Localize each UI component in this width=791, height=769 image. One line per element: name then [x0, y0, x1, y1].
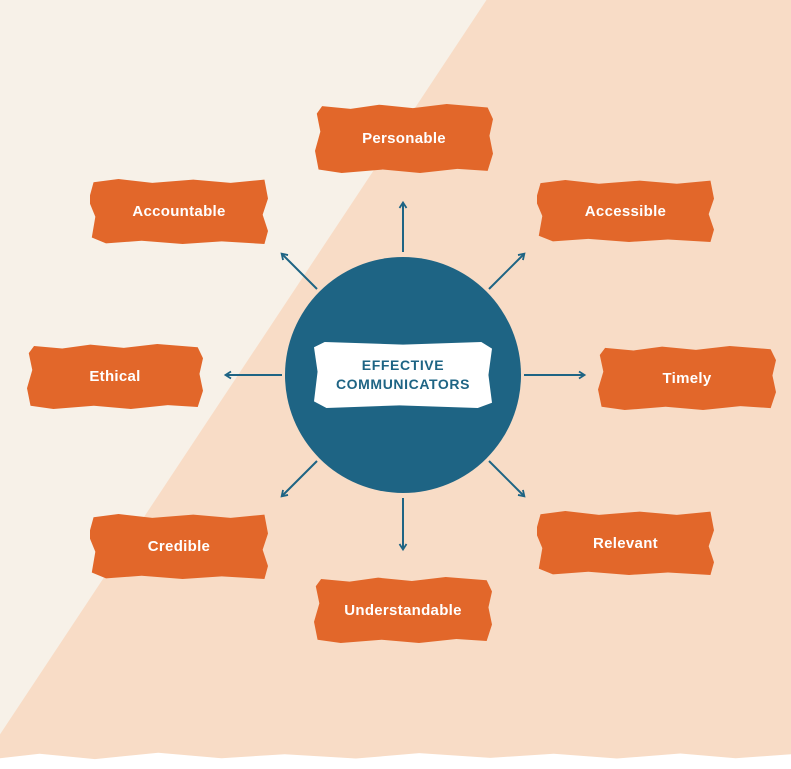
arrow-down-right-icon: [488, 460, 526, 498]
node-accessible: Accessible: [537, 180, 714, 242]
node-relevant: Relevant: [537, 511, 714, 575]
arrow-down-left-icon: [280, 460, 318, 498]
node-credible: Credible: [90, 514, 268, 579]
node-label: Timely: [662, 369, 712, 387]
node-label: Personable: [362, 130, 446, 147]
node-understandable: Understandable: [314, 577, 492, 643]
node-label: Ethical: [89, 368, 141, 385]
center-label-card: EFFECTIVE COMMUNICATORS: [314, 342, 492, 408]
diagram-title: EFFECTIVE COMMUNICATORS: [335, 357, 471, 392]
node-label: Credible: [147, 538, 211, 555]
arrow-up-right-icon: [488, 252, 526, 290]
node-timely: Timely: [598, 346, 776, 410]
node-ethical: Ethical: [27, 344, 203, 409]
torn-paper-bottom-edge: [0, 752, 791, 769]
node-label: Relevant: [593, 534, 658, 552]
node-personable: Personable: [315, 104, 493, 173]
node-label: Accessible: [584, 202, 667, 220]
node-label: Understandable: [344, 601, 462, 619]
node-accountable: Accountable: [90, 179, 268, 244]
node-label: Accountable: [132, 203, 226, 220]
arrow-up-left-icon: [280, 252, 318, 290]
